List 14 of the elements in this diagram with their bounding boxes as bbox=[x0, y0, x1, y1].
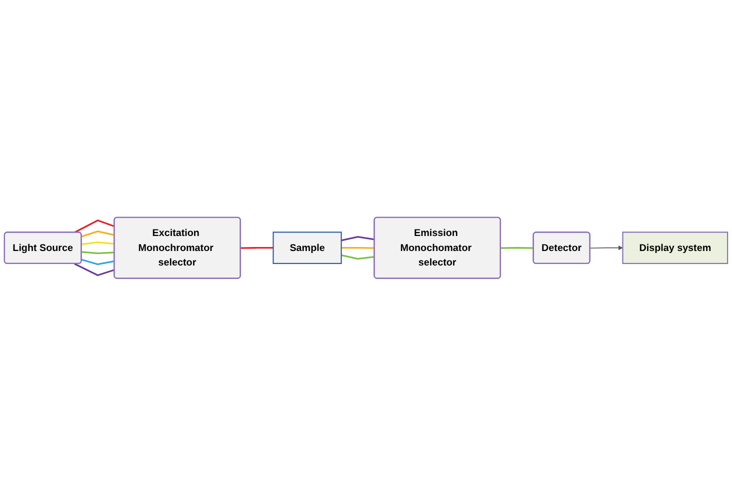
connector bbox=[74, 262, 115, 276]
connector bbox=[341, 236, 375, 241]
connector bbox=[81, 230, 115, 238]
node-box: Display system bbox=[622, 231, 728, 264]
connector bbox=[81, 241, 114, 245]
arrow bbox=[590, 245, 623, 250]
connector bbox=[81, 258, 115, 265]
connector bbox=[341, 246, 374, 249]
connector bbox=[341, 254, 375, 260]
node-box: Sample bbox=[272, 231, 342, 264]
connector bbox=[240, 246, 274, 249]
connector bbox=[500, 246, 534, 249]
connector bbox=[81, 250, 114, 254]
connector bbox=[74, 219, 115, 233]
